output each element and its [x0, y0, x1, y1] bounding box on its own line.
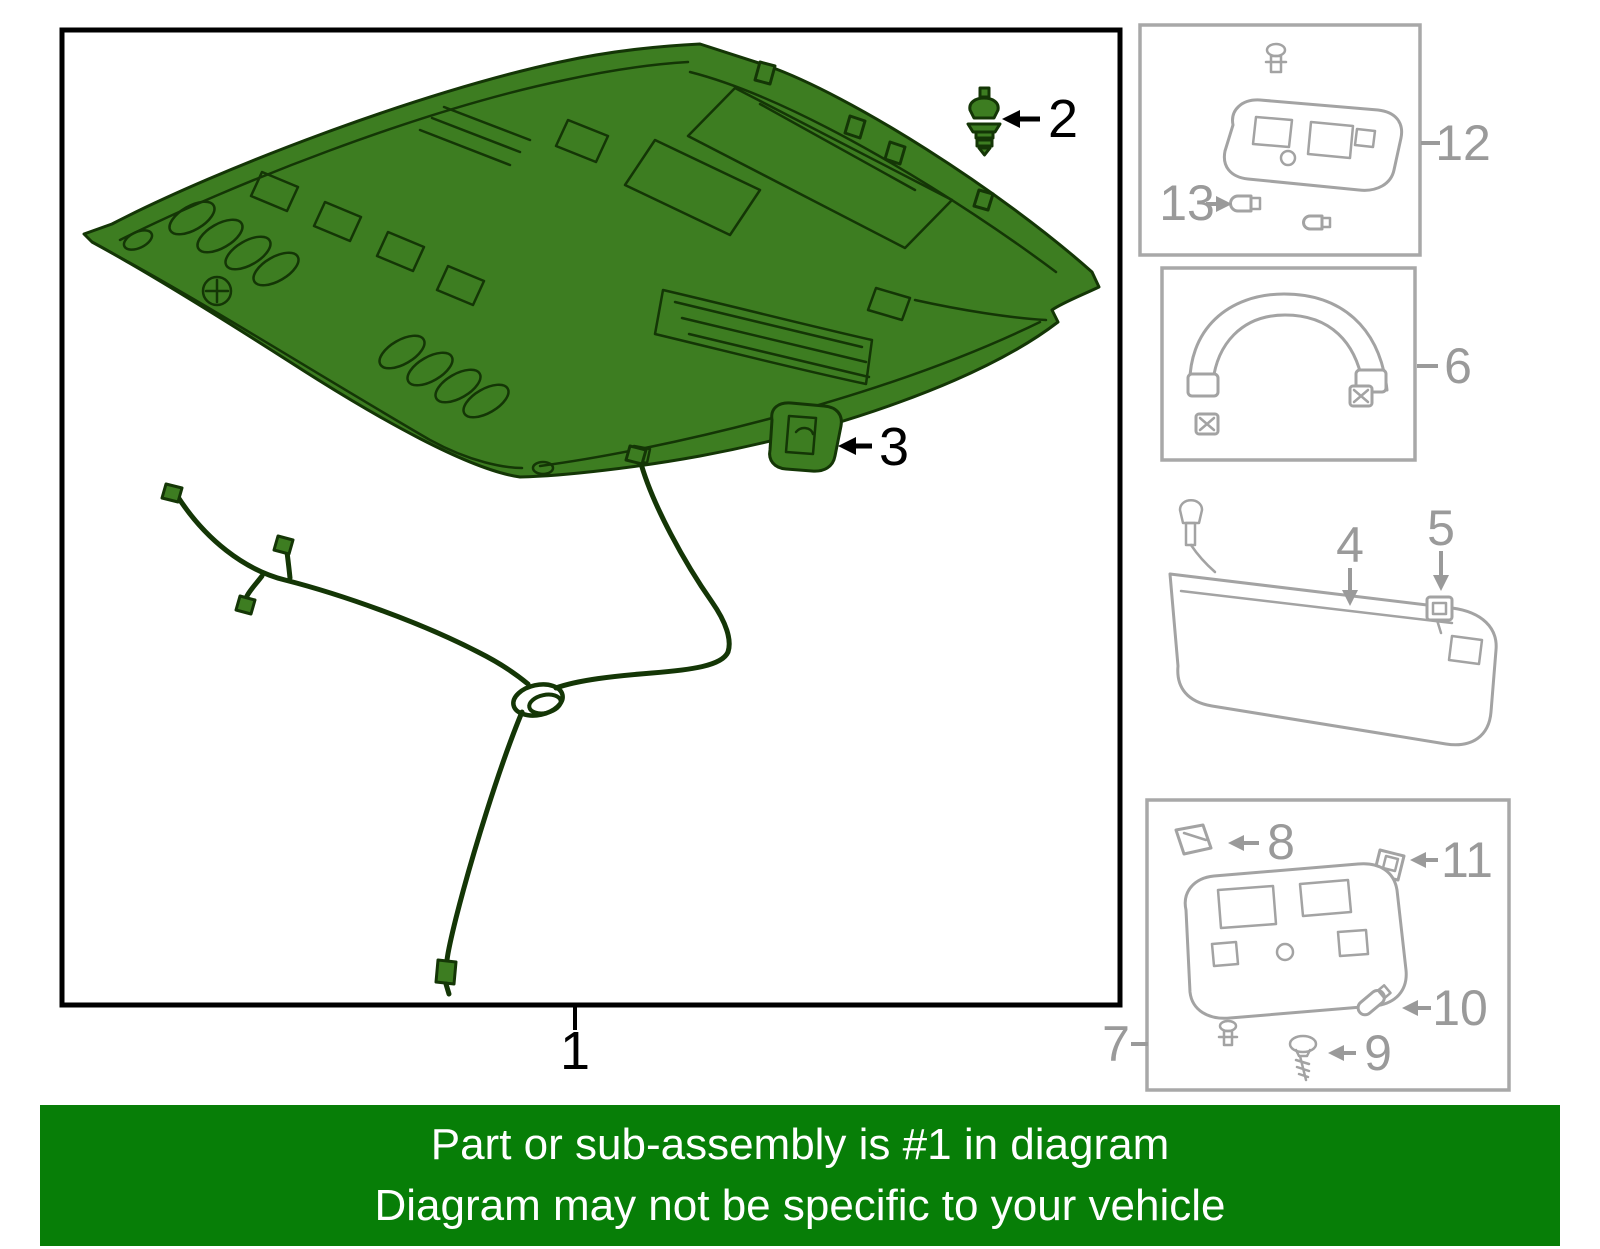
- panel-assist-grip: [1160, 266, 1417, 462]
- callout-arrow-2: [1002, 110, 1040, 128]
- part-label-1: 1: [559, 1021, 591, 1081]
- part-label-5: 5: [1427, 500, 1455, 556]
- sun-visor-illustration: [1168, 499, 1498, 747]
- roof-wire-harness-illustration: [160, 444, 732, 997]
- banner-line-2: Diagram may not be specific to your vehi…: [374, 1180, 1226, 1230]
- callout-arrow-3: [838, 437, 872, 455]
- banner-line-1: Part or sub-assembly is #1 in diagram: [430, 1119, 1170, 1169]
- part-label-2: 2: [1047, 89, 1079, 149]
- map-lamp-console-illustration: [1174, 823, 1408, 1082]
- assist-grip-illustration: [1186, 292, 1389, 436]
- panel-dome-lamp: [1138, 23, 1422, 257]
- panel-map-lamp: [1145, 798, 1511, 1092]
- main-diagram-border: [59, 27, 1123, 1008]
- part-label-4: 4: [1336, 517, 1364, 573]
- part-label-8: 8: [1267, 814, 1295, 870]
- part-label-7: 7: [1102, 1016, 1130, 1072]
- part-label-12: 12: [1435, 115, 1491, 171]
- part-label-6: 6: [1444, 338, 1472, 394]
- headliner-panel-illustration: [82, 42, 1101, 479]
- part-label-11: 11: [1441, 832, 1493, 888]
- part-label-13: 13: [1159, 175, 1215, 231]
- retainer-clip-illustration: [966, 86, 1002, 157]
- gray-callout-arrows: [1131, 141, 1449, 1061]
- dome-lamp-illustration: [1222, 42, 1404, 231]
- part-label-10: 10: [1432, 980, 1488, 1036]
- visor-holder-illustration: [768, 401, 843, 473]
- part-label-9: 9: [1364, 1025, 1392, 1081]
- note-banner: Part or sub-assembly is #1 in diagram Di…: [40, 1105, 1560, 1246]
- part-label-3: 3: [878, 417, 910, 477]
